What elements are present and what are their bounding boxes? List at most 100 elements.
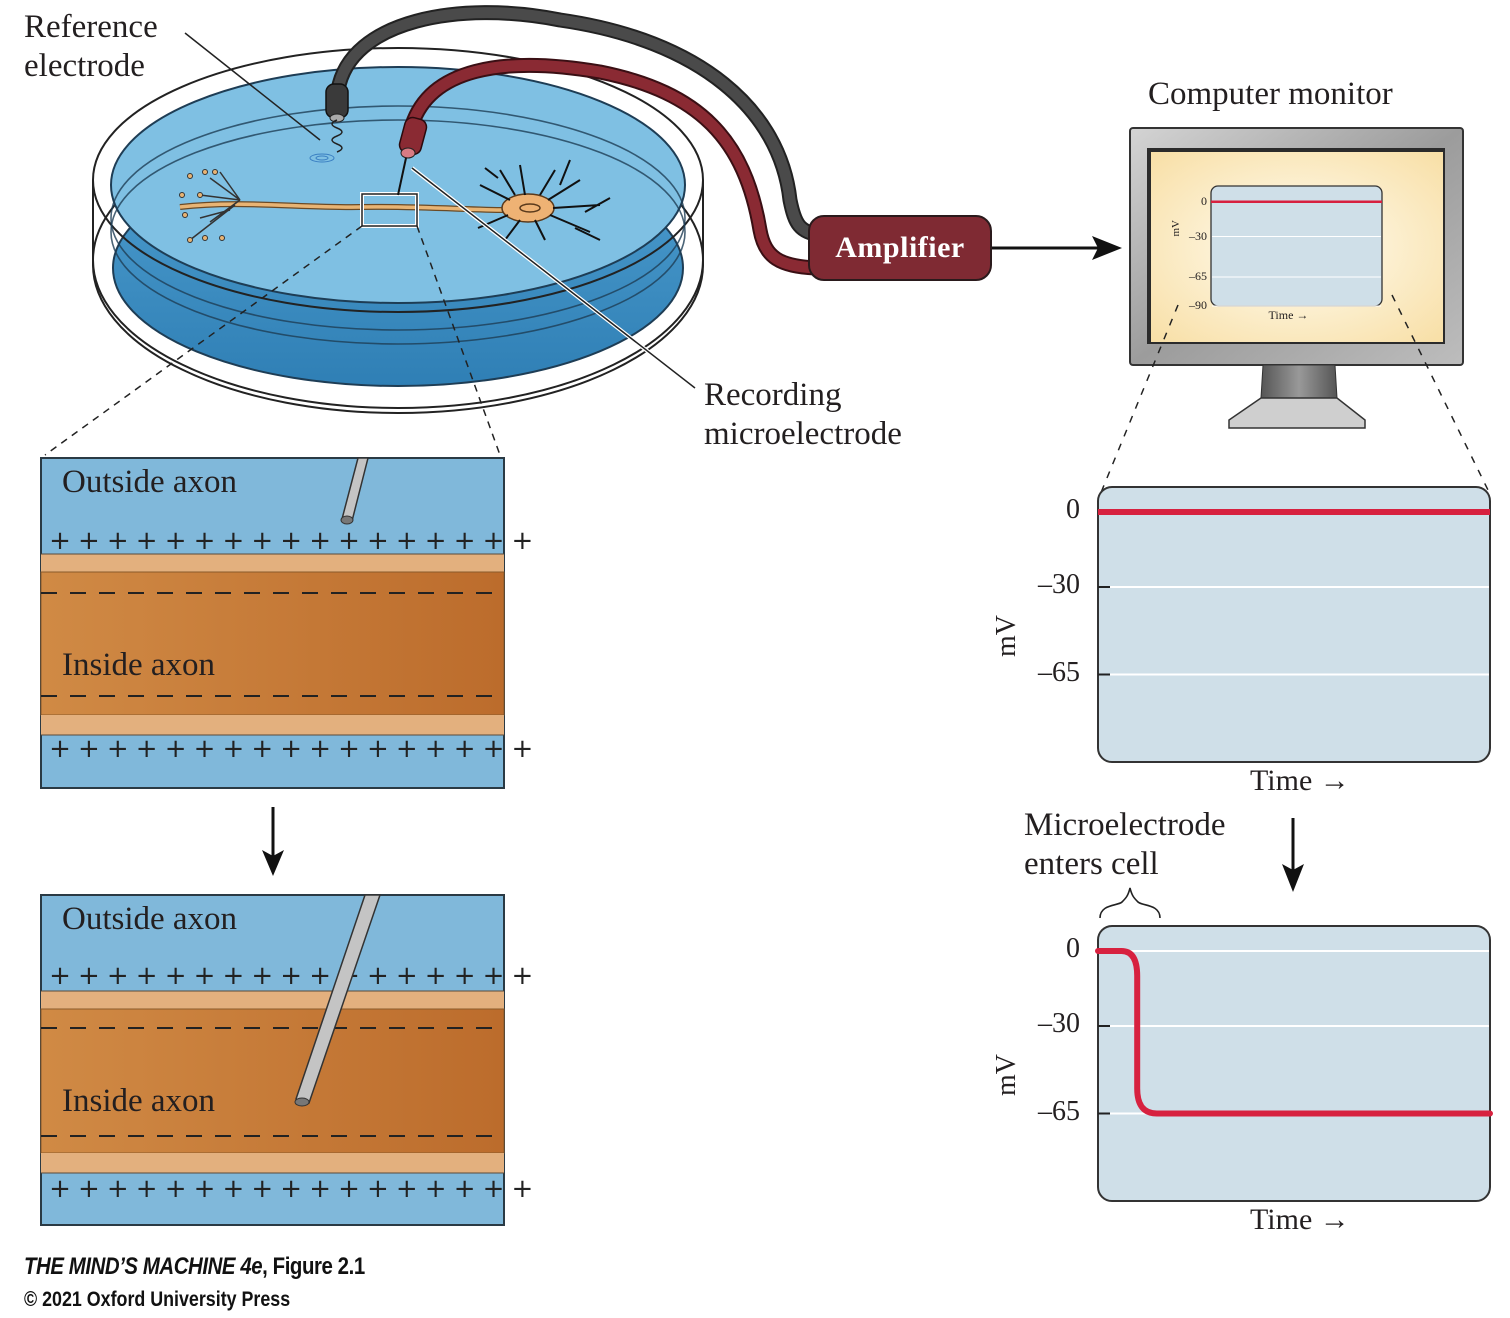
plus-charge: +: [165, 1174, 187, 1204]
plus-charge: +: [338, 526, 360, 556]
y-axis-label: mV: [991, 615, 1022, 658]
petri-dish: [92, 47, 704, 414]
plus-charge: +: [223, 734, 245, 764]
positive-charges-bottom: +++++++++++++++++: [49, 1174, 533, 1204]
plus-charge: +: [454, 526, 476, 556]
figure-number: , Figure 2.1: [262, 1253, 365, 1280]
plus-charge: +: [165, 734, 187, 764]
plus-charge: +: [78, 961, 100, 991]
plus-charge: +: [454, 1174, 476, 1204]
plus-charge: +: [165, 526, 187, 556]
plus-charge: +: [309, 961, 331, 991]
y-tick-label: –65: [1189, 269, 1207, 284]
recording-electrode-label-line1: Recording: [704, 377, 842, 413]
plus-charge: +: [223, 526, 245, 556]
plus-charge: +: [425, 526, 447, 556]
y-tick-label: 0: [1201, 193, 1207, 208]
plus-charge: +: [194, 526, 216, 556]
plus-charge: +: [107, 1174, 129, 1204]
plus-charge: +: [396, 734, 418, 764]
plus-charge: +: [483, 1174, 505, 1204]
plus-charge: +: [396, 526, 418, 556]
reference-electrode-label-line2: electrode: [24, 48, 145, 84]
y-tick-label: –30: [1038, 569, 1080, 600]
plus-charge: +: [483, 961, 505, 991]
plus-charge: +: [107, 526, 129, 556]
plus-charge: +: [107, 734, 129, 764]
plus-charge: +: [251, 734, 273, 764]
plus-charge: +: [49, 1174, 71, 1204]
plus-charge: +: [425, 734, 447, 764]
book-title: THE MIND’S MACHINE 4e: [24, 1253, 263, 1280]
plus-charge: +: [194, 961, 216, 991]
reference-leader-line: [184, 32, 321, 141]
outside-axon-label-1: Outside axon: [62, 464, 238, 500]
plus-charge: +: [367, 1174, 389, 1204]
monitor-stand: [1228, 397, 1366, 429]
plus-charge: +: [251, 1174, 273, 1204]
plus-charge: +: [454, 961, 476, 991]
positive-charges-bottom: +++++++++++++++++: [49, 734, 533, 764]
brace-icon: [1099, 887, 1161, 919]
plus-charge: +: [136, 961, 158, 991]
plus-charge: +: [251, 961, 273, 991]
dish-liquid-surface: [110, 66, 686, 304]
plus-charge: +: [136, 734, 158, 764]
recording-electrode: [397, 57, 816, 276]
microelectrode-enters-label-line1: Microelectrode: [1024, 807, 1226, 843]
plus-charge: +: [367, 961, 389, 991]
chart2-trace: [1095, 948, 1493, 1117]
plus-charge: +: [512, 961, 534, 991]
x-axis-label: Time →: [1250, 1203, 1350, 1236]
plus-charge: +: [251, 526, 273, 556]
plus-charge: +: [49, 961, 71, 991]
plus-charge: +: [78, 526, 100, 556]
plus-charge: +: [194, 1174, 216, 1204]
plus-charge: +: [396, 961, 418, 991]
cytoplasm-region: [40, 571, 505, 716]
y-axis-label: mV: [1170, 220, 1182, 237]
plus-charge: +: [425, 1174, 447, 1204]
y-tick-label: –65: [1038, 1095, 1080, 1127]
plus-charge: +: [49, 734, 71, 764]
plus-charge: +: [136, 526, 158, 556]
plus-charge: +: [367, 526, 389, 556]
figure-caption: THE MIND’S MACHINE 4e, Figure 2.1: [24, 1253, 365, 1281]
y-axis-label: mV: [991, 1054, 1022, 1097]
reference-electrode: [309, 5, 822, 243]
plus-charge: +: [338, 1174, 360, 1204]
copyright: © 2021 Oxford University Press: [24, 1288, 291, 1311]
y-tick-label: 0: [1066, 933, 1080, 964]
plus-charge: +: [512, 734, 534, 764]
plus-charge: +: [136, 1174, 158, 1204]
plus-charge: +: [483, 734, 505, 764]
plus-charge: +: [280, 961, 302, 991]
plus-charge: +: [223, 961, 245, 991]
plus-charge: +: [396, 1174, 418, 1204]
plus-charge: +: [223, 1174, 245, 1204]
zoom-line-left: [44, 225, 363, 456]
y-tick-label: –90: [1189, 298, 1207, 312]
positive-charges-top: +++++++++++++++++: [49, 961, 533, 991]
plus-charge: +: [78, 1174, 100, 1204]
plus-charge: +: [309, 734, 331, 764]
microelectrode-enters-label-line2: enters cell: [1024, 846, 1159, 882]
plus-charge: +: [309, 1174, 331, 1204]
x-axis-label: Time →: [1250, 764, 1350, 797]
chart2-plot-area: [1097, 925, 1491, 1202]
plus-charge: +: [165, 961, 187, 991]
inside-axon-label-1: Inside axon: [62, 647, 216, 683]
plus-charge: +: [49, 526, 71, 556]
plus-charge: +: [483, 526, 505, 556]
y-tick-label: –30: [1038, 1008, 1080, 1039]
recording-leader-line: [411, 167, 696, 389]
plus-charge: +: [512, 526, 534, 556]
positive-charges-top: +++++++++++++++++: [49, 526, 533, 556]
membrane-top: [41, 554, 504, 572]
membrane-bottom: [41, 715, 504, 735]
y-tick-label: –65: [1038, 656, 1080, 688]
recording-electrode-label-line2: microelectrode: [704, 416, 902, 452]
